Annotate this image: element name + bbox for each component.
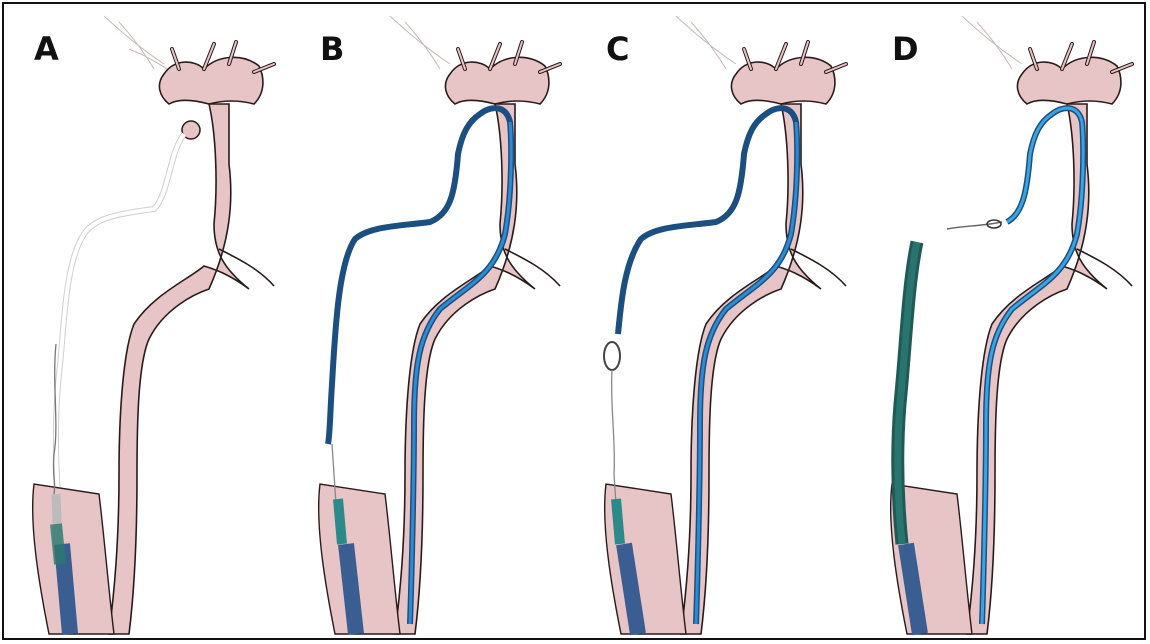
- neck-vessel-anatomy: [605, 16, 846, 634]
- inner-catheter: [338, 499, 342, 544]
- panel-label-d: D: [892, 30, 919, 68]
- panel-b: B: [290, 4, 576, 638]
- wire-loop: [604, 342, 620, 370]
- panel-b-illustration: [290, 4, 576, 638]
- panel-d: D: [862, 4, 1148, 638]
- panel-label-b: B: [320, 30, 344, 68]
- panel-c: C: [576, 4, 862, 638]
- panel-label-c: C: [606, 30, 629, 68]
- neck-vessel-anatomy: [33, 16, 274, 634]
- sheath: [346, 544, 356, 634]
- inner-catheter: [616, 499, 620, 544]
- panel-d-illustration: [862, 4, 1148, 638]
- panel-c-illustration: [576, 4, 862, 638]
- neck-vessel-anatomy: [319, 16, 560, 634]
- panel-label-a: A: [34, 30, 59, 68]
- panel-a: A: [4, 4, 290, 638]
- panel-a-illustration: [4, 4, 290, 638]
- neck-vessel-anatomy: [891, 16, 1132, 634]
